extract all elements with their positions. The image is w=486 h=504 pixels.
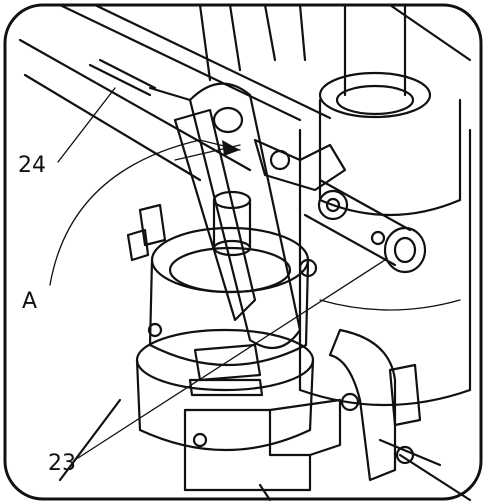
shoe-arm <box>188 343 264 397</box>
nut-left <box>147 322 163 338</box>
link-plate <box>173 82 302 350</box>
leader-lines <box>49 87 386 459</box>
leader-24 <box>57 87 116 163</box>
side-bolt <box>126 203 167 262</box>
bottom-bars <box>58 398 272 502</box>
label-24: 24 <box>18 153 46 178</box>
bottom-block <box>183 398 342 492</box>
leader-a-arrow <box>222 140 240 156</box>
linkage-bracket <box>253 138 349 221</box>
label-23: 23 <box>48 451 76 476</box>
nut-upper <box>298 258 318 278</box>
feeler-needle <box>88 58 192 102</box>
lower-clamp <box>328 328 472 502</box>
base-cylinder <box>135 226 315 452</box>
leader-23 <box>77 259 386 459</box>
label-a: A <box>22 289 37 314</box>
cylinder-housing <box>298 128 472 407</box>
upper-post <box>318 3 462 217</box>
drawing-border <box>3 3 483 501</box>
pin-rod <box>303 178 427 274</box>
leader-a <box>49 139 241 286</box>
frame-members <box>18 3 472 182</box>
